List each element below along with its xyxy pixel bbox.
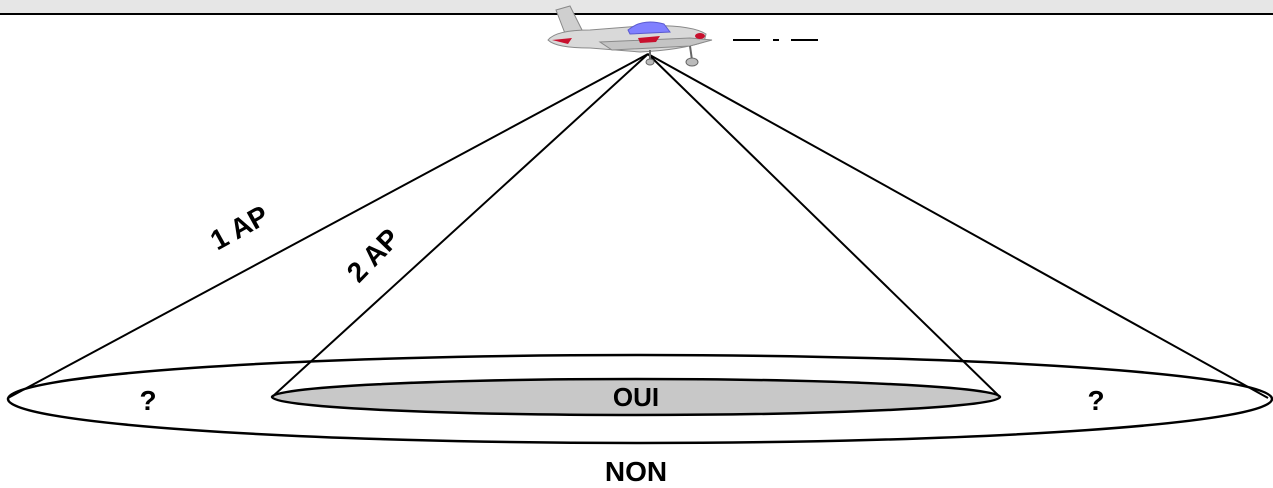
inner-cone-left-ray: [271, 53, 649, 398]
outer-cone-left-ray: [7, 53, 649, 399]
uncertain-right-label: ?: [1087, 385, 1104, 416]
outer-zone-ellipse: [6, 353, 1273, 445]
inner-cone-right-ray: [647, 53, 1001, 398]
top-border-strip: [0, 0, 1273, 14]
light-aircraft-icon: [547, 5, 713, 67]
no-zone-label: NON: [605, 456, 667, 487]
outer-cone-right-ray: [647, 53, 1269, 399]
one-ap-label: 1 AP: [205, 199, 274, 256]
two-ap-label: 2 AP: [341, 223, 406, 289]
uncertain-left-label: ?: [139, 385, 156, 416]
yes-zone-label: OUI: [613, 382, 659, 412]
